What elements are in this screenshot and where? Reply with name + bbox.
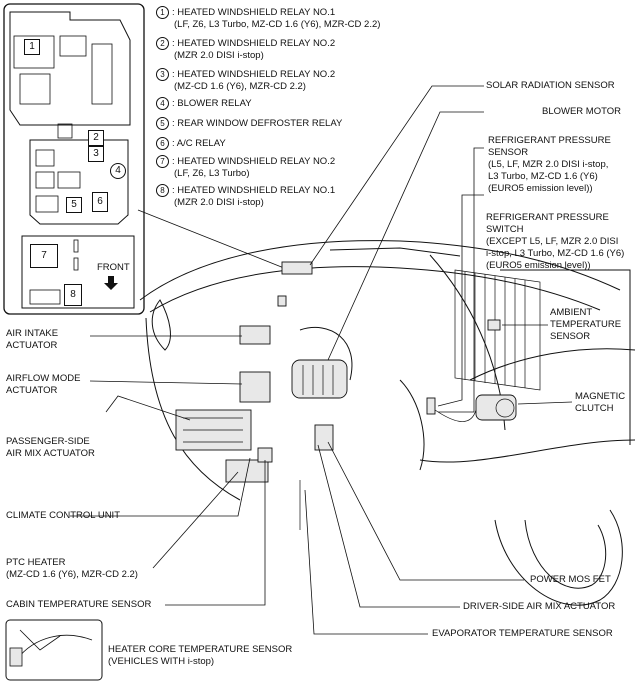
legend-item-3-detail: (MZ-CD 1.6 (Y6), MZR-CD 2.2)	[174, 81, 306, 92]
label-driver-side-air-mix-actuator: DRIVER-SIDE AIR MIX ACTUATOR	[463, 601, 616, 612]
relay-number-7: 7	[30, 244, 58, 268]
relay-number-4: 4	[110, 163, 126, 179]
upper-relay-block	[9, 11, 131, 126]
legend-item-8-detail: (MZR 2.0 DISI i-stop)	[174, 197, 264, 208]
vehicle-outline	[139, 240, 636, 606]
legend-item-1-detail: (LF, Z6, L3 Turbo, MZ-CD 1.6 (Y6), MZR-C…	[174, 19, 381, 30]
relay-number-3: 3	[88, 146, 104, 162]
leader-lines	[70, 85, 573, 635]
legend-item-4: 4: BLOWER RELAY	[156, 97, 252, 110]
cabin-sensor-shape	[257, 447, 273, 463]
sub-relay-box	[21, 235, 135, 309]
front-arrow-icon	[104, 276, 118, 290]
legend-item-6: 6: A/C RELAY	[156, 137, 226, 150]
label-solar-radiation-sensor: SOLAR RADIATION SENSOR	[486, 80, 615, 91]
legend-item-1: 1: HEATED WINDSHIELD RELAY NO.1	[156, 6, 335, 19]
legend-item-3: 3: HEATED WINDSHIELD RELAY NO.2	[156, 68, 335, 81]
label-evaporator-temperature-sensor: EVAPORATOR TEMPERATURE SENSOR	[432, 628, 613, 639]
legend-item-7: 7: HEATED WINDSHIELD RELAY NO.2	[156, 155, 335, 168]
blower-motor-shape	[291, 359, 348, 399]
front-label: FRONT	[97, 262, 130, 273]
label-climate-control-unit: CLIMATE CONTROL UNIT	[6, 510, 121, 521]
legend-item-2: 2: HEATED WINDSHIELD RELAY NO.2	[156, 37, 335, 50]
label-power-mos-fet: POWER MOS FET	[530, 574, 611, 585]
relay-number-8: 8	[64, 284, 82, 306]
air-intake-actuator-shape	[239, 325, 271, 345]
heater-core-inset-frame	[5, 619, 103, 681]
legend-item-8: 8: HEATED WINDSHIELD RELAY NO.1	[156, 184, 335, 197]
relay-number-1: 1	[24, 39, 40, 55]
legend-item-7-detail: (LF, Z6, L3 Turbo)	[174, 168, 250, 179]
label-cabin-temperature-sensor: CABIN TEMPERATURE SENSOR	[6, 599, 152, 610]
relay-number-6: 6	[92, 192, 108, 212]
condenser	[454, 269, 541, 391]
ambient-sensor-shape	[487, 319, 501, 331]
label-blower-motor: BLOWER MOTOR	[542, 106, 621, 117]
airflow-actuator-shape	[239, 371, 271, 403]
solar-sensor-shape	[281, 261, 313, 275]
lower-relay-block	[29, 139, 129, 225]
pressure-sensor-shape	[426, 397, 436, 415]
relay-number-5: 5	[66, 197, 82, 213]
relay-box-inset-frame	[3, 3, 145, 315]
legend-item-2-detail: (MZR 2.0 DISI i-stop)	[174, 50, 264, 61]
legend-item-5: 5: REAR WINDOW DEFROSTER RELAY	[156, 117, 342, 130]
relay-number-2: 2	[88, 130, 104, 146]
